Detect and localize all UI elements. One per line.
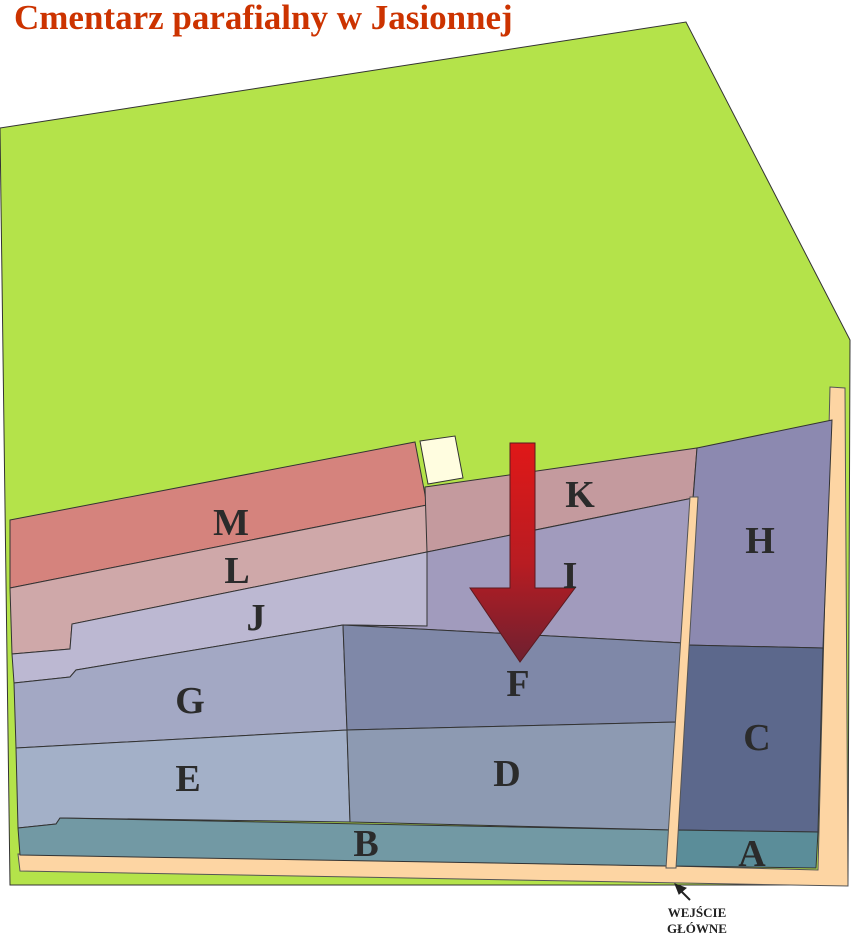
label-G: G xyxy=(175,680,205,722)
entrance-pointer-icon xyxy=(674,883,691,901)
building xyxy=(419,435,464,485)
label-D: D xyxy=(493,753,520,795)
path-inner xyxy=(665,496,699,869)
label-M: M xyxy=(213,502,249,544)
main-entrance-label: WEJŚCIE GŁÓWNE xyxy=(652,905,742,937)
entrance-line2: GŁÓWNE xyxy=(667,921,727,936)
map-title: Cmentarz parafialny w Jasionnej xyxy=(14,0,513,37)
label-A: A xyxy=(738,833,766,875)
label-J: J xyxy=(247,597,266,639)
label-E: E xyxy=(175,758,200,800)
label-L: L xyxy=(224,550,249,592)
label-H: H xyxy=(745,520,775,562)
label-C: C xyxy=(743,717,770,759)
entrance-line1: WEJŚCIE xyxy=(667,905,727,920)
label-F: F xyxy=(506,663,529,705)
label-I: I xyxy=(563,555,578,597)
label-B: B xyxy=(353,823,378,865)
direction-arrow xyxy=(469,442,576,663)
label-K: K xyxy=(565,474,595,516)
